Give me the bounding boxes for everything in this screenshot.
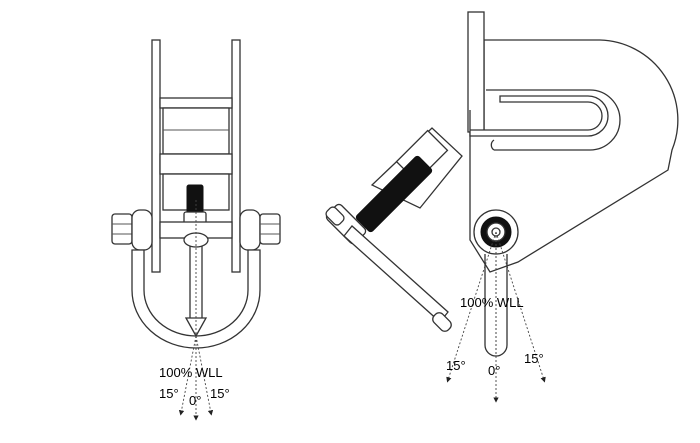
body-top-rib bbox=[159, 97, 233, 109]
force-arrow-left-15 bbox=[178, 335, 197, 416]
left-angle-left-label: 15° bbox=[159, 386, 179, 401]
right-angle-center-label: 0° bbox=[488, 363, 500, 378]
force-arrow-right-15 bbox=[195, 335, 214, 416]
tommy-bar-end bbox=[432, 312, 452, 332]
left-side-plate bbox=[151, 39, 161, 273]
left-angle-center-label: 0° bbox=[189, 393, 201, 408]
body-block-upper bbox=[162, 107, 230, 155]
threaded-rod bbox=[355, 155, 433, 233]
right-wll-label: 100% WLL bbox=[460, 295, 524, 310]
right-side-plate bbox=[231, 39, 241, 273]
right-nut bbox=[259, 213, 281, 245]
jaw-u-channel bbox=[469, 95, 609, 137]
right-force-arrow-left-15 bbox=[446, 231, 497, 383]
left-wll-label: 100% WLL bbox=[159, 365, 223, 380]
right-side-view: 100% WLL 15° 0° 15° bbox=[325, 11, 679, 403]
body-mid-band bbox=[159, 153, 233, 175]
right-force-arrow-right-15 bbox=[495, 231, 546, 383]
left-angle-right-label: 15° bbox=[210, 386, 230, 401]
right-angle-right-label: 15° bbox=[524, 351, 544, 366]
left-nut bbox=[111, 213, 133, 245]
left-washer bbox=[131, 209, 153, 251]
right-angle-left-label: 15° bbox=[446, 358, 466, 373]
right-washer bbox=[239, 209, 261, 251]
left-front-view: 100% WLL 15° 0° 15° bbox=[111, 39, 281, 421]
shackle-bow bbox=[131, 249, 261, 349]
tommy-bar bbox=[343, 225, 449, 323]
